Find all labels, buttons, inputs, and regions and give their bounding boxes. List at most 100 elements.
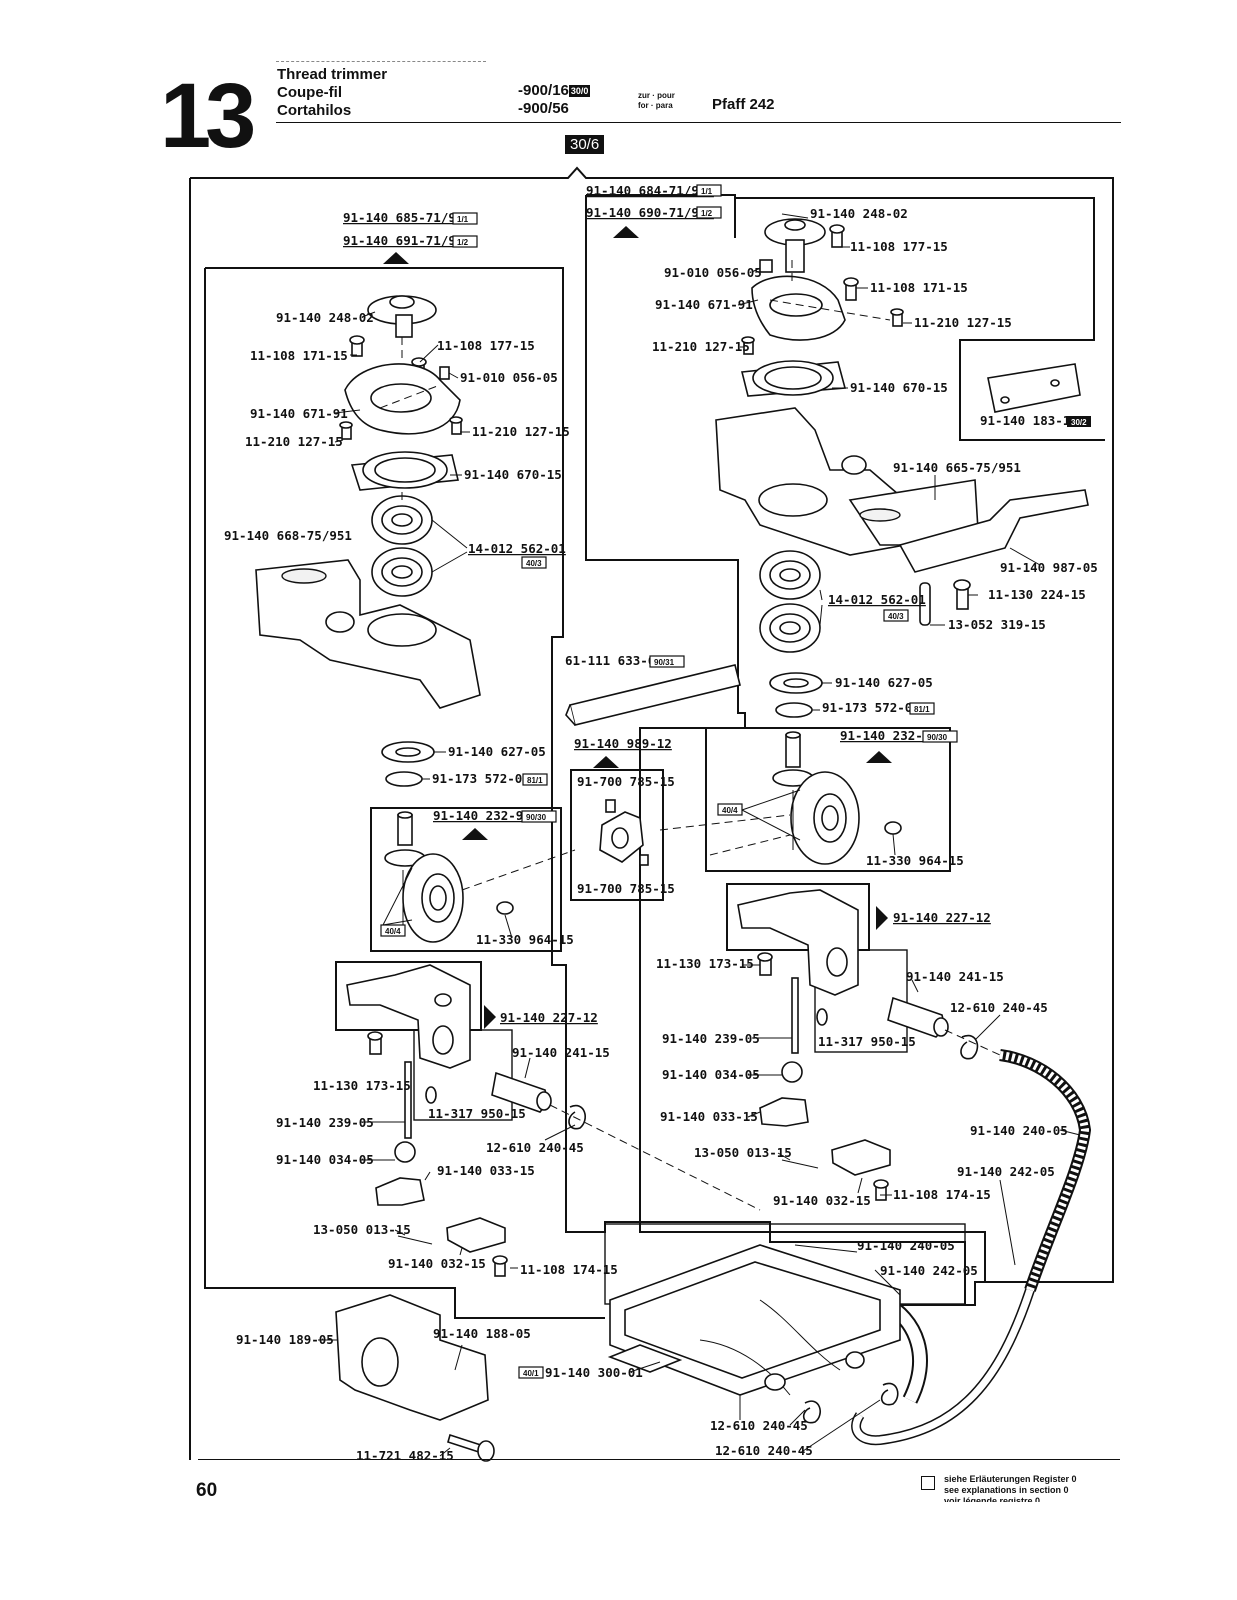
label-rod-239: 91-140 239-05 [662,1031,760,1046]
spring [425,1086,437,1104]
tag-gear: 90/30 [927,733,948,742]
left-gear-triangle [462,828,488,840]
screw [639,854,649,866]
label-bolt-241: 91-140 241-15 [512,1045,610,1060]
left-labels: 91-140 685-71/951 1/1 91-140 691-71/951 … [224,210,618,1277]
label-plate-183: 91-140 183-15 [980,413,1078,428]
footer-rule [198,1459,1120,1460]
cover-bracket [335,1294,489,1421]
label-cam: 91-140 248-02 [810,206,908,221]
left-bracket-box [335,961,482,1031]
knife-holder [446,1217,506,1253]
header-dash-line [276,61,486,62]
label-pin-013: 13-050 013-15 [313,1222,411,1237]
machine-name: Pfaff 242 [712,96,775,113]
left-ref-1: 91-140 685-71/951 [343,210,471,225]
label-block-033: 91-140 033-15 [660,1109,758,1124]
right-bracket-box [726,883,870,951]
label-pin-056: 91-010 056-05 [460,370,558,385]
right-ref-1-tag: 1/1 [701,187,713,196]
label-clamp-671: 91-140 671-91 [250,406,348,421]
gear-shaft [785,734,801,768]
zur-pour-text: zur · pour [638,91,675,100]
label-sleeve-242: 91-140 242-05 [957,1164,1055,1179]
center-collar-box [570,769,664,901]
label-setscrew-964: 11-330 964-15 [476,932,574,947]
footnote-fr: voir légende registre 0 [944,1496,1041,1502]
label-rod-239: 91-140 239-05 [276,1115,374,1130]
dashed-assembly-lines [379,260,1001,1211]
tag-gear-small: 40/4 [722,806,738,815]
title-en: Thread trimmer [277,66,388,83]
leader-lines [318,213,1081,1457]
knife-holder [831,1139,891,1176]
label-collar-989: 91-140 989-12 [574,736,672,751]
right-labels: 91-140 684-71/951 1/1 91-140 690-71/951 … [586,183,1098,1208]
lever-arm [898,489,1089,573]
label-screw-173: 11-130 173-15 [656,956,754,971]
label-screw-173: 11-130 173-15 [313,1078,411,1093]
label-bracket-227: 91-140 227-12 [500,1010,598,1025]
center-ref-triangle [593,756,619,768]
label-gear-232: 91-140 232-90 [433,808,531,823]
label-screw-127a: 11-210 127-15 [914,315,1012,330]
label-housing-668: 91-140 668-75/951 [224,528,352,543]
label-pin-013: 13-050 013-15 [694,1145,792,1160]
tag-bearing: 40/3 [526,559,542,568]
threaded-rod [791,977,799,1054]
label-screw-177: 11-108 177-15 [437,338,535,353]
label-cap-670: 91-140 670-15 [464,467,562,482]
label-cam: 91-140 248-02 [276,310,374,325]
tag-gear-small: 40/4 [385,927,401,936]
shaft [569,664,741,726]
title-es: Cortahilos [277,102,352,119]
footnote: siehe Erläuterungen Register 0 see expla… [944,1474,1077,1502]
label-housing-665: 91-140 665-75/951 [893,460,1021,475]
right-ref-2-tag: 1/2 [701,209,713,218]
label-washer-627: 91-140 627-05 [448,744,546,759]
label-screw-224: 11-130 224-15 [988,587,1086,602]
label-sleeve-242-tray: 91-140 242-05 [880,1263,978,1278]
label-screw-174: 11-108 174-15 [893,1187,991,1202]
label-block-033: 91-140 033-15 [437,1163,535,1178]
label-gear-232: 91-140 232-90 [840,728,938,743]
label-screw-174: 11-108 174-15 [520,1262,618,1277]
label-bearing-562: 14-012 562-01 [828,592,926,607]
cam-stem [395,314,413,338]
right-assembly-frame [585,194,1105,1282]
label-screw-482: 11-721 482-15 [356,1448,454,1463]
label-screw-127b: 11-210 127-15 [652,339,750,354]
tag-plate: 30/2 [1071,418,1087,427]
right-bracket-arrow [876,906,888,930]
tag-ring: 81/1 [914,705,930,714]
tag-box [452,212,478,225]
label-nut-034: 91-140 034-05 [662,1067,760,1082]
right-gear-triangle [866,751,892,763]
pin [759,259,773,273]
label-holder-032: 91-140 032-15 [773,1193,871,1208]
left-ref-triangle [383,252,409,264]
section-title: Thread trimmer Coupe-fil Cortahilos [277,66,387,120]
label-screw-127b: 11-210 127-15 [245,434,343,449]
bottom-labels: 91-140 240-05 91-140 242-05 91-140 189-0… [236,1238,978,1463]
footnote-de: siehe Erläuterungen Register 0 [944,1474,1077,1484]
label-screw-171: 11-108 171-15 [870,280,968,295]
section-number: 13 [160,65,256,167]
label-bearing-562: 14-012 562-01 [468,541,566,556]
tag-gear: 90/30 [526,813,547,822]
label-screw-127a: 11-210 127-15 [472,424,570,439]
circlip [960,1034,979,1060]
label-circlip-240a: 12-610 240-45 [710,1418,808,1433]
label-screw-171: 11-108 171-15 [250,348,348,363]
pin [919,582,931,626]
label-screw-785b: 91-700 785-15 [577,881,675,896]
label-nut-034: 91-140 034-05 [276,1152,374,1167]
label-screw-785a: 91-700 785-15 [577,774,675,789]
main-ref-badge: 30/6 [565,135,605,154]
tag-bearing: 40/3 [888,612,904,621]
left-gear-box [370,807,562,952]
label-lever-987: 91-140 987-05 [1000,560,1098,575]
label-shaft-633: 61-111 633-65 [565,653,663,668]
